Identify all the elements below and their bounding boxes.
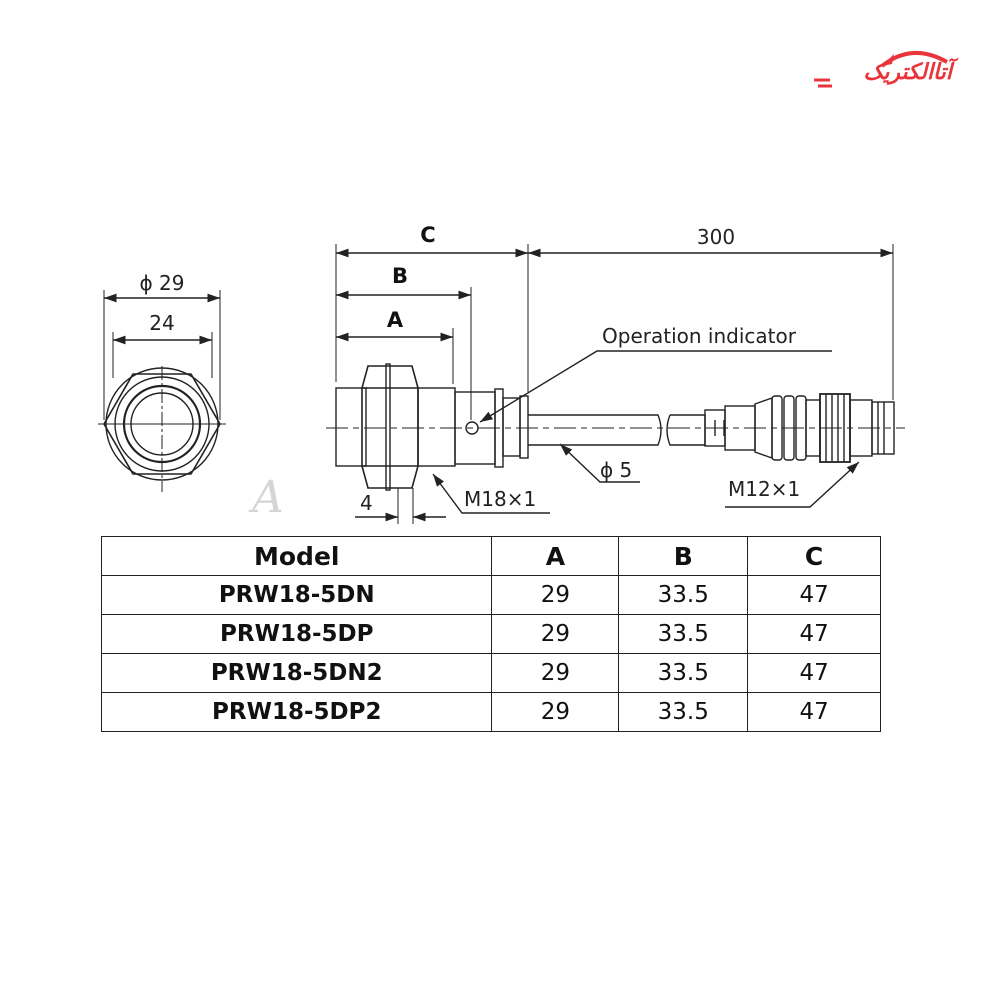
table-row: PRW18-5DP 29 33.5 47	[100, 614, 881, 654]
a-cell: 29	[491, 575, 620, 615]
dimension-drawing: A ϕ 29 24 C B A 300 Operation indicator …	[98, 223, 905, 524]
b-cell: 33.5	[618, 692, 749, 732]
sensor-thread-label: M18×1	[464, 487, 536, 511]
c-cell: 47	[747, 614, 881, 654]
svg-text:A: A	[248, 472, 284, 523]
cable-diameter-label: ϕ 5	[600, 458, 632, 482]
model-cell: PRW18-5DN	[100, 575, 493, 615]
model-cell: PRW18-5DN2	[100, 653, 493, 693]
dim-a-label: A	[387, 308, 404, 332]
header-model: Model	[100, 536, 493, 576]
brand-logo: آتاالکتریک	[812, 44, 952, 94]
c-cell: 47	[747, 653, 881, 693]
a-cell: 29	[491, 692, 620, 732]
b-cell: 33.5	[618, 614, 749, 654]
model-cell: PRW18-5DP	[100, 614, 493, 654]
watermark-logo: A	[248, 472, 284, 523]
a-cell: 29	[491, 614, 620, 654]
nut-thickness-label: 4	[360, 491, 373, 515]
end-view	[98, 290, 226, 492]
header-c: C	[747, 536, 881, 576]
c-cell: 47	[747, 692, 881, 732]
b-cell: 33.5	[618, 653, 749, 693]
model-cell: PRW18-5DP2	[100, 692, 493, 732]
dim-b-label: B	[392, 264, 408, 288]
c-cell: 47	[747, 575, 881, 615]
operation-indicator-label: Operation indicator	[602, 324, 797, 348]
header-b: B	[618, 536, 749, 576]
dimension-table: Model A B C PRW18-5DN 29 33.5 47 PRW18-5…	[100, 536, 881, 732]
hex-size-label: 24	[149, 311, 174, 335]
logo-text: آتاالکتریک	[863, 60, 953, 85]
table-header-row: Model A B C	[100, 536, 881, 576]
connector-thread-label: M12×1	[728, 477, 800, 501]
a-cell: 29	[491, 653, 620, 693]
header-a: A	[491, 536, 620, 576]
side-view	[326, 244, 905, 524]
logo-swoosh-icon	[814, 50, 948, 88]
table-row: PRW18-5DN 29 33.5 47	[100, 575, 881, 615]
cable-length-label: 300	[697, 225, 735, 249]
b-cell: 33.5	[618, 575, 749, 615]
table-row: PRW18-5DN2 29 33.5 47	[100, 653, 881, 693]
dim-c-label: C	[420, 223, 435, 247]
outer-diameter-label: ϕ 29	[140, 271, 185, 295]
table-row: PRW18-5DP2 29 33.5 47	[100, 692, 881, 732]
